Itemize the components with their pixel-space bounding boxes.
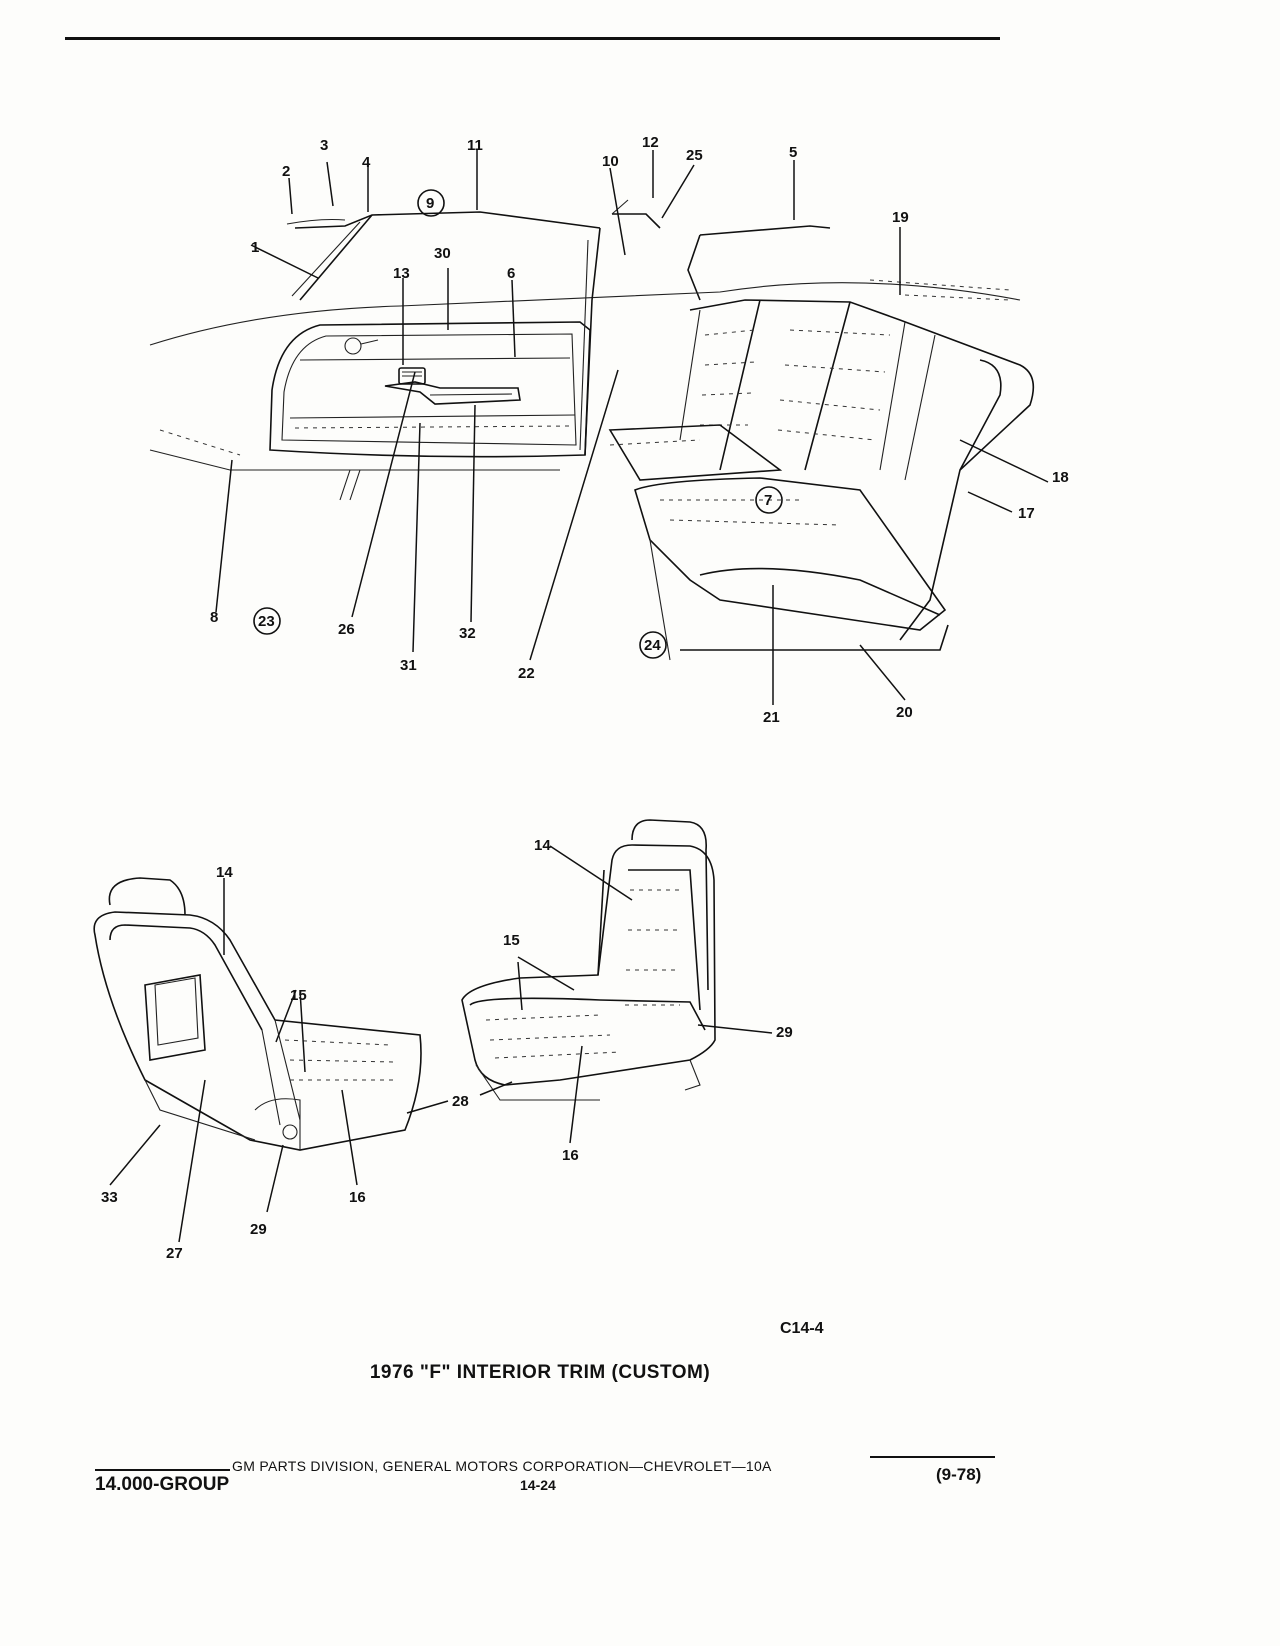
callout-29-right: 29 (776, 1024, 793, 1041)
callout-8: 8 (210, 609, 218, 626)
callout-7: 7 (764, 492, 772, 509)
callout-29-left: 29 (250, 1221, 267, 1238)
figure-code: C14-4 (780, 1320, 824, 1337)
callout-27: 27 (166, 1245, 183, 1262)
callout-15-right: 15 (503, 932, 520, 949)
callout-14-left: 14 (216, 864, 233, 881)
callout-26: 26 (338, 621, 355, 638)
footer-manufacturer: GM PARTS DIVISION, GENERAL MOTORS CORPOR… (232, 1458, 772, 1474)
callout-21: 21 (763, 709, 780, 726)
callout-1: 1 (251, 239, 259, 256)
callout-24: 24 (644, 637, 661, 654)
circled-callout-24 (639, 631, 667, 659)
callout-9: 9 (426, 195, 434, 212)
upper-leader-lines (215, 150, 1049, 705)
callout-labels: 1 2 3 4 5 6 7 8 9 10 11 12 13 14 14 15 1… (101, 134, 1069, 1262)
circled-callout-23 (253, 607, 281, 635)
bucket-seat-front-view (461, 819, 716, 1101)
header-rule (65, 37, 1000, 40)
vehicle-interior-illustration (149, 199, 1035, 661)
callout-33: 33 (101, 1189, 118, 1206)
callout-23: 23 (258, 613, 275, 630)
footer-rule-right (870, 1456, 995, 1458)
circled-callout-9 (417, 189, 445, 217)
lower-leader-lines (109, 845, 773, 1243)
callout-6: 6 (507, 265, 515, 282)
circled-callout-7 (755, 486, 783, 514)
callout-10: 10 (602, 153, 619, 170)
callout-17: 17 (1018, 505, 1035, 522)
callout-2: 2 (282, 163, 290, 180)
callout-16-left: 16 (349, 1189, 366, 1206)
callout-20: 20 (896, 704, 913, 721)
callout-19: 19 (892, 209, 909, 226)
callout-31: 31 (400, 657, 417, 674)
callout-12: 12 (642, 134, 659, 151)
callout-11: 11 (467, 137, 483, 154)
callout-15-left: 15 (290, 987, 307, 1004)
group-number: 14.000-GROUP (95, 1474, 230, 1495)
callout-14-right: 14 (534, 837, 551, 854)
callout-16-right: 16 (562, 1147, 579, 1164)
callout-28: 28 (452, 1093, 469, 1110)
revision-date: (9-78) (936, 1465, 982, 1484)
footer-rule-left (95, 1469, 230, 1471)
callout-5: 5 (789, 144, 797, 161)
circled-callouts (253, 189, 783, 659)
callout-22: 22 (518, 665, 535, 682)
callout-18: 18 (1052, 469, 1069, 486)
figure-title: 1976 "F" INTERIOR TRIM (CUSTOM) (369, 1362, 711, 1383)
callout-25: 25 (686, 147, 703, 164)
bucket-seat-rear-view (93, 877, 422, 1151)
page-number: 14-24 (520, 1477, 556, 1493)
callout-3: 3 (320, 137, 328, 154)
callout-4: 4 (362, 154, 371, 171)
callout-13: 13 (393, 265, 410, 282)
callout-30: 30 (434, 245, 451, 262)
callout-32: 32 (459, 625, 476, 642)
